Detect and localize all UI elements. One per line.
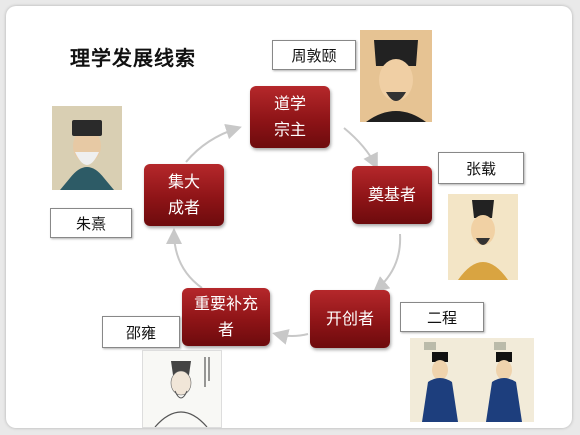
label-zhang-zai: 张载 [438, 152, 524, 184]
label-shao-yong: 邵雍 [102, 316, 180, 348]
label-er-cheng: 二程 [400, 302, 484, 332]
node-kai-chuang-zhe: 开创者 [310, 290, 390, 348]
portrait-zhang-zai [448, 194, 518, 280]
arrow-left-to-top [185, 123, 242, 163]
arrow-right-to-bottom-right [372, 233, 402, 293]
cycle-arrows [166, 123, 402, 345]
label-zhou-dunyi: 周敦颐 [272, 40, 356, 70]
portrait-er-cheng [410, 338, 534, 422]
node-dao-xue-zong-zhu: 道学宗主 [250, 86, 330, 148]
portrait-zhu-xi [52, 106, 122, 190]
slide: 理学发展线索 道学宗主 奠基者 开创者 重要补充者 集大成者 周敦颐 张载 二程… [6, 6, 572, 428]
portrait-shao-yong [142, 350, 222, 428]
label-zhu-xi: 朱熹 [50, 208, 132, 238]
arrow-bottom-right-to-bottom-left [272, 329, 309, 345]
arrow-top-to-right [343, 127, 378, 170]
node-ji-da-cheng-zhe: 集大成者 [144, 164, 224, 226]
arrow-bottom-left-to-left [166, 228, 203, 289]
slide-title: 理学发展线索 [70, 46, 196, 70]
node-zhong-yao-bu-chong-zhe: 重要补充者 [182, 288, 270, 346]
node-dian-ji-zhe: 奠基者 [352, 166, 432, 224]
portrait-zhou-dunyi [360, 30, 432, 122]
